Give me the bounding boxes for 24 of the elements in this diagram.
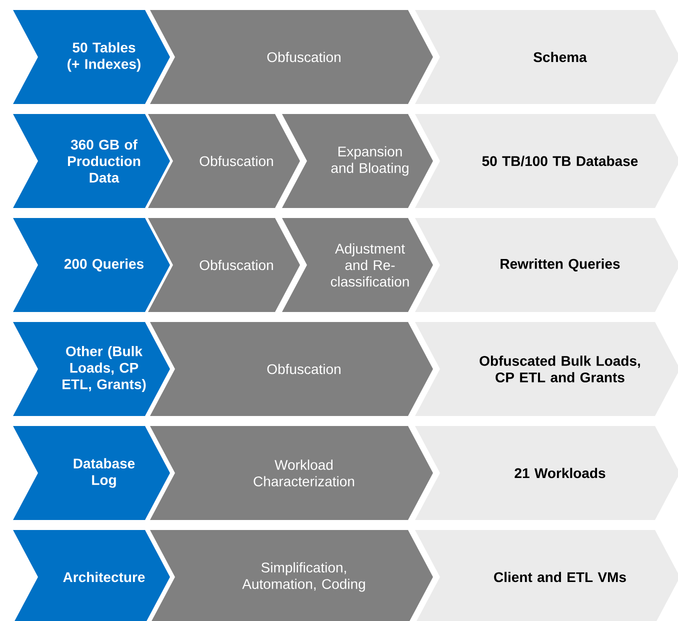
stage-panel: Obfuscation [150,10,433,104]
node-label: Obfuscation [200,260,273,270]
stage-panel: Schema [415,10,678,104]
stage-panel: Obfuscated Bulk Loads, CP ETL and Grants [415,322,678,416]
stage-panel: 21 Workloads [415,426,678,520]
stage-panel: Adjustment and Re-classification [282,218,433,312]
stage-panel: 200 Queries [13,218,170,312]
stage-panel: 50 Tables (+ Indexes) [13,10,170,104]
stage-panel: Expansion and Bloating [282,114,433,208]
node-label: Expansion and Bloating [331,146,408,176]
stage-panel: Obfuscation [148,114,300,208]
stage-panel: Other (Bulk Loads, CP ETL, Grants) [13,322,170,416]
stage-panel: Obfuscation [148,218,300,312]
node-label: Obfuscation [200,156,273,166]
stage-panel: Workload Characterization [150,426,433,520]
node-label: Adjustment and Re-classification [330,243,409,287]
stage-panel: Architecture [13,530,170,621]
stage-panel: Rewritten Queries [415,218,678,312]
stage-panel: Simplification, Automation, Coding [150,530,433,621]
stage-panel: Database Log [13,426,170,520]
stage-panel: Client and ETL VMs [415,530,678,621]
stage-panel: 50 TB/100 TB Database [415,114,678,208]
stage-panel: 360 GB of Production Data [13,114,170,208]
stage-panel: Obfuscation [150,322,433,416]
